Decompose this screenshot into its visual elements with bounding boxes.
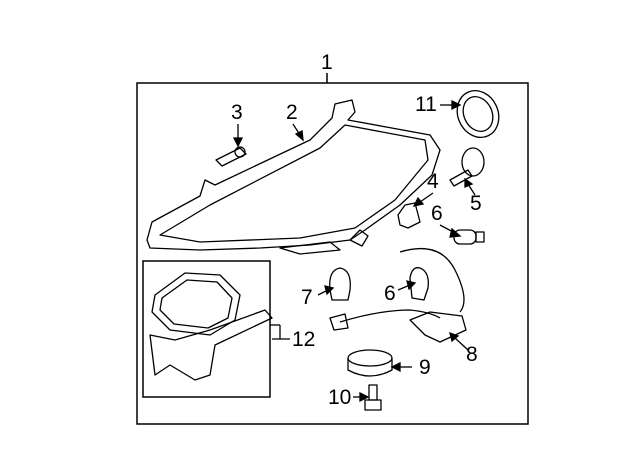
part-4-bracket [397, 202, 421, 229]
part-11-cover [456, 90, 500, 138]
callout-8: 8 [466, 343, 478, 366]
callout-1: 1 [321, 51, 333, 74]
assembly-frame [136, 82, 529, 425]
callout-12: 12 [292, 328, 316, 351]
part-3-adjuster [215, 146, 247, 167]
part-9-socket [347, 349, 393, 377]
callout-2: 2 [286, 101, 298, 124]
callout-9: 9 [419, 356, 431, 379]
callout-10: 10 [328, 386, 352, 409]
headlamp-housing [146, 99, 441, 255]
leader-lines [232, 99, 476, 403]
part-8-harness [329, 248, 467, 343]
part-7-bulb [329, 267, 351, 301]
part-6-bulb-upper [453, 229, 485, 245]
callout-11: 11 [415, 93, 437, 116]
part-12-bracket [149, 272, 273, 381]
callout-5: 5 [470, 192, 482, 215]
part-5-bulb [449, 147, 485, 187]
callout-7: 7 [301, 286, 313, 309]
callout-4: 4 [427, 170, 439, 193]
subassembly-frame [142, 260, 271, 398]
callout-3: 3 [231, 101, 243, 124]
part-6-bulb-lower [409, 267, 429, 301]
part-10-bolt [364, 384, 382, 411]
callout-6-lower: 6 [384, 282, 396, 305]
callout-6-upper: 6 [431, 202, 443, 225]
